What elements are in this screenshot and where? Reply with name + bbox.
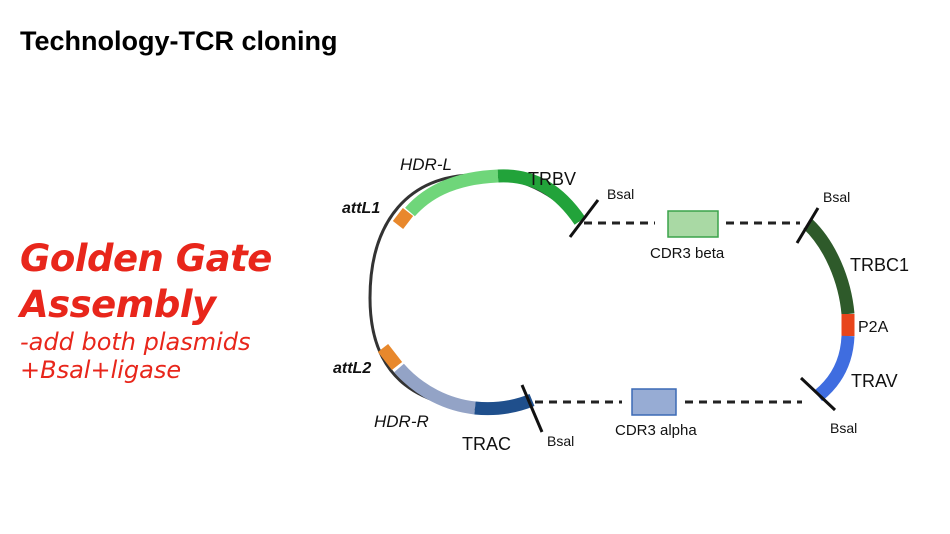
label-bsal-bottom-left: Bsal	[547, 433, 574, 449]
trav-segment	[813, 335, 855, 402]
method-note-line2: +Bsal+ligase	[20, 356, 182, 384]
method-description: Golden Gate Assembly -add both plasmids …	[20, 236, 272, 384]
cdr3-beta-box	[667, 210, 719, 238]
label-trbv: TRBV	[528, 169, 576, 189]
trbc1-segment	[803, 219, 855, 315]
label-trbc1: TRBC1	[850, 255, 909, 275]
cdr3-alpha-box	[631, 388, 677, 416]
att-l1-segment	[392, 208, 414, 229]
label-hdr-l: HDR-L	[400, 155, 452, 174]
trac-segment	[474, 393, 535, 416]
label-cdr3-beta: CDR3 beta	[650, 245, 725, 262]
method-heading-line1: Golden Gate	[20, 237, 272, 280]
label-att-l1: attL1	[342, 200, 380, 217]
bsal-cut-top-right	[795, 207, 820, 244]
att-l2-segment	[377, 344, 403, 370]
bsal-cut-bottom-right	[799, 376, 837, 412]
label-bsal-top-left: Bsal	[607, 186, 634, 202]
method-note-line1: -add both plasmids	[20, 328, 251, 356]
bsal-cut-bottom-left	[520, 384, 544, 433]
label-p2a: P2A	[858, 319, 889, 336]
trbv-segment	[497, 169, 586, 225]
label-hdr-r: HDR-R	[374, 412, 429, 431]
label-trav: TRAV	[851, 371, 898, 391]
label-bsal-bottom-right: Bsal	[830, 420, 857, 436]
hdr-l-segment	[405, 169, 499, 217]
label-att-l2: attL2	[333, 360, 371, 377]
bsal-cut-top-left	[568, 199, 600, 238]
hdr-r-segment	[394, 363, 476, 415]
method-heading-line2: Assembly	[20, 283, 216, 326]
label-cdr3-alpha: CDR3 alpha	[615, 422, 697, 439]
label-bsal-top-right: Bsal	[823, 189, 850, 205]
label-trac: TRAC	[462, 434, 511, 454]
slide-title: Technology-TCR cloning	[20, 26, 338, 56]
